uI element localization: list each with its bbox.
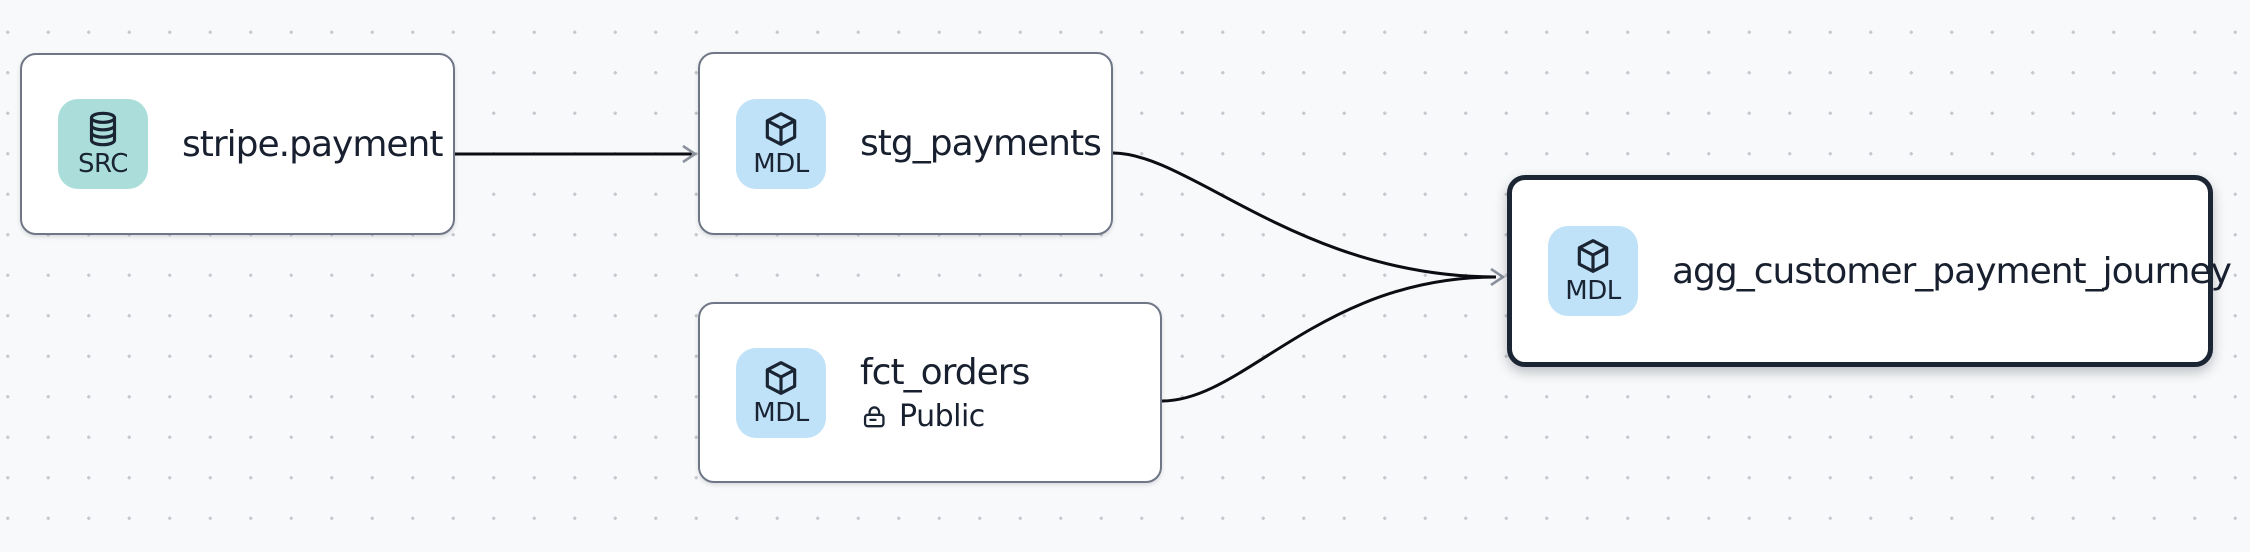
badge-label: MDL [753, 148, 809, 179]
node-title: stripe.payment [182, 123, 443, 165]
node-agg-customer-payment-journey[interactable]: MDL agg_customer_payment_journey [1507, 175, 2232, 367]
database-icon [83, 109, 123, 149]
cube-icon [761, 358, 801, 398]
visibility-label: Public [899, 398, 985, 434]
node-title: agg_customer_payment_journey [1672, 250, 2232, 292]
model-badge: MDL [736, 347, 826, 438]
node-stripe-payment[interactable]: SRC stripe.payment [20, 53, 455, 235]
badge-label: SRC [78, 149, 128, 180]
node-title: stg_payments [860, 123, 1102, 164]
cube-icon [1573, 236, 1613, 276]
visibility-row: Public [860, 399, 1029, 434]
edge-stripe-payment-to-stg-payments[interactable] [455, 144, 698, 164]
badge-label: MDL [1565, 276, 1621, 307]
badge-label: MDL [753, 397, 809, 428]
model-badge: MDL [1548, 226, 1638, 316]
node-title: fct_orders [860, 351, 1030, 393]
model-badge: MDL [736, 98, 826, 189]
edge-stg-payments-to-agg[interactable] [1112, 151, 1497, 279]
cube-icon [761, 109, 801, 149]
unlock-icon [860, 402, 889, 431]
node-stg-payments[interactable]: MDL stg_payments [698, 52, 1113, 235]
edge-fct-orders-to-agg[interactable] [1161, 267, 1506, 403]
source-badge: SRC [58, 99, 148, 189]
node-fct-orders[interactable]: MDL fct_orders Public [698, 302, 1162, 483]
